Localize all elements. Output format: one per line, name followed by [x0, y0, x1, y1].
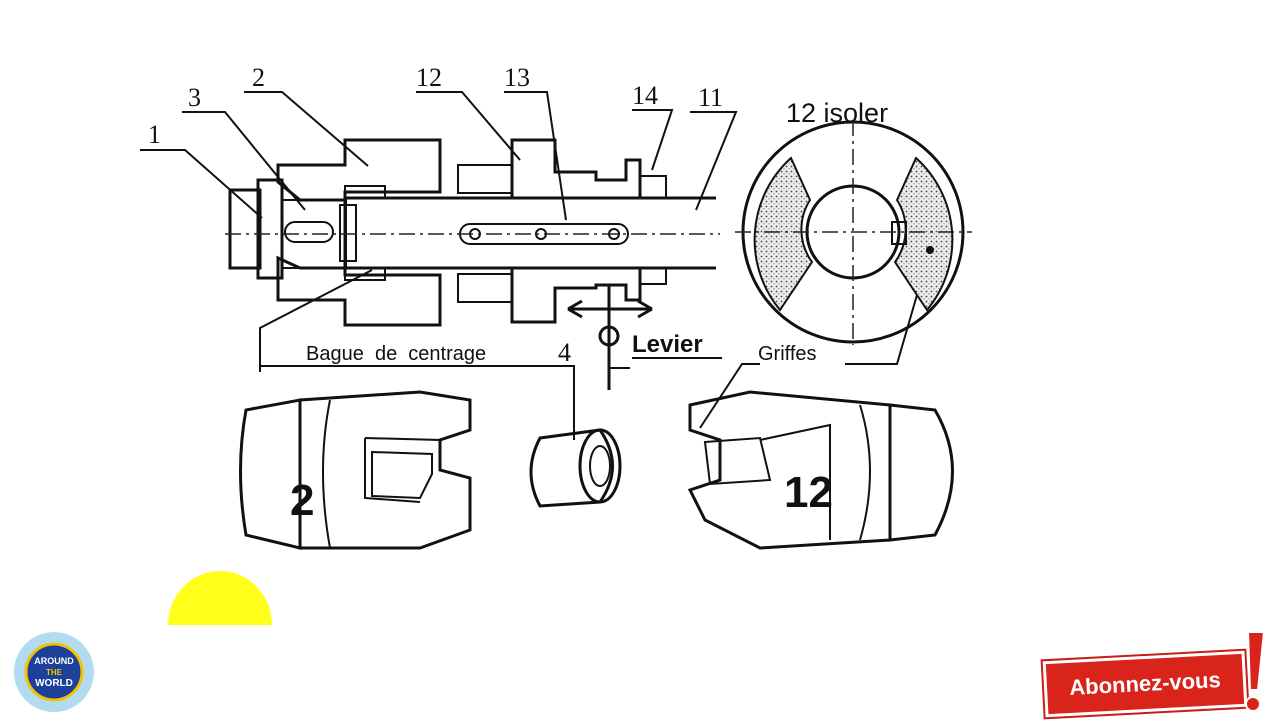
- label-11: 11: [698, 83, 723, 112]
- hub-12-upper: [510, 138, 642, 200]
- label-12-isoler: 12 isoler: [786, 98, 888, 128]
- lever-pivot: [598, 325, 620, 347]
- label-part-12: 12: [784, 468, 833, 517]
- section-view: [225, 138, 720, 390]
- shaft-11: [343, 196, 716, 270]
- key-3: [284, 221, 334, 243]
- keyway: [891, 221, 907, 245]
- leader-lines: [140, 91, 931, 440]
- label-14: 14: [632, 81, 658, 110]
- channel-logo: AROUND THE WORLD: [14, 632, 94, 712]
- part-12-3d: [687, 390, 954, 550]
- shift-arrows: [567, 299, 653, 319]
- label-bague-num: 4: [558, 338, 571, 367]
- logo-line-2: THE: [46, 668, 63, 677]
- label-levier: Levier: [632, 331, 703, 358]
- hub-12-claw-bottom: [457, 273, 513, 303]
- part-2-3d: [239, 390, 472, 550]
- label-griffes: Griffes: [758, 343, 817, 365]
- label-13: 13: [504, 63, 530, 92]
- label-1: 1: [148, 120, 161, 149]
- claw-left: [753, 156, 814, 312]
- label-2: 2: [252, 63, 265, 92]
- shaft-1: [228, 188, 262, 270]
- label-part-2: 2: [290, 476, 314, 525]
- ring-4-3d: [529, 428, 622, 508]
- subscribe-label: Abonnez-vous: [1068, 667, 1222, 700]
- hub-12-lower: [510, 266, 642, 324]
- ring-14-top: [639, 175, 667, 199]
- end-view-12: [735, 120, 972, 345]
- label-3: 3: [188, 83, 201, 112]
- exclamation-icon: [1245, 631, 1266, 712]
- yellow-marker: [168, 571, 272, 625]
- shaft-11-end-step: [339, 204, 357, 262]
- label-12: 12: [416, 63, 442, 92]
- claw-right: [893, 156, 954, 312]
- label-bague: Bague de centrage: [306, 343, 486, 365]
- subscribe-button[interactable]: Abonnez-vous: [1042, 650, 1248, 718]
- logo-line-3: WORLD: [35, 678, 73, 689]
- ring-14-bottom: [639, 267, 667, 285]
- hub-2-upper: [276, 138, 442, 202]
- logo-line-1: AROUND: [34, 656, 74, 666]
- hub-12-claw-top: [457, 164, 513, 194]
